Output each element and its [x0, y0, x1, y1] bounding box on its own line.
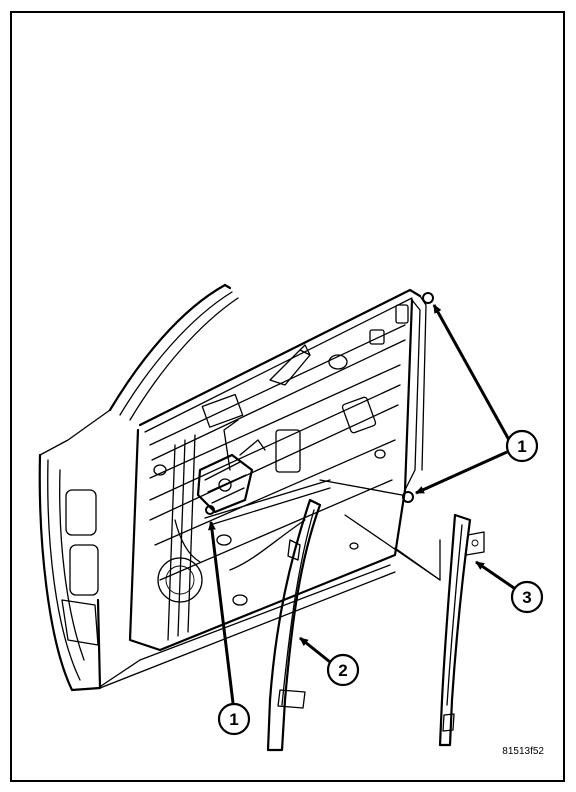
callout-1-top: 1	[505, 429, 539, 463]
fastener-top	[422, 292, 434, 304]
fastener-middle	[402, 491, 414, 503]
callout-1-bottom-label: 1	[229, 710, 238, 729]
callout-3: 3	[510, 580, 544, 614]
callout-1-bottom: 1	[217, 702, 251, 736]
leader-lines	[207, 304, 515, 704]
figure-border	[10, 11, 565, 782]
fastener-lower	[205, 505, 215, 515]
callout-2-label: 2	[338, 661, 347, 680]
callout-2: 2	[326, 653, 360, 687]
door-panel-drawing	[38, 283, 441, 692]
rear-run-channel	[438, 513, 485, 747]
front-run-channel	[266, 498, 322, 752]
figure-id: 81513f52	[502, 746, 544, 757]
callout-3-label: 3	[522, 588, 531, 607]
callout-1-top-label: 1	[517, 437, 526, 456]
